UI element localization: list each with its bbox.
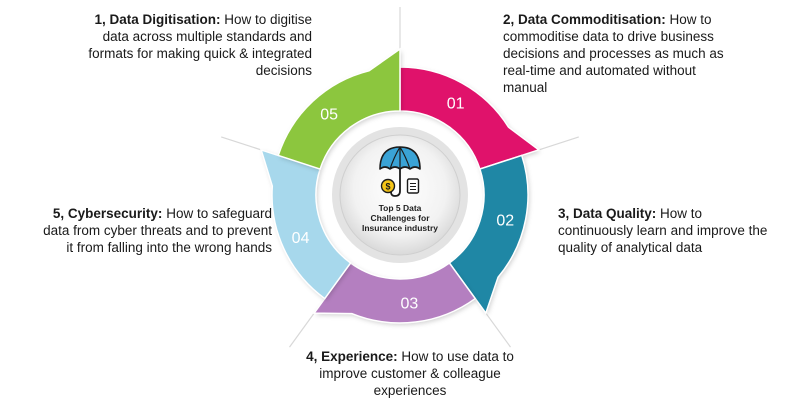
callout-title: 3, Data Quality: (558, 206, 657, 221)
callout-text: How to commoditise data to drive busines… (503, 12, 724, 95)
callout-text: How to continuously learn and improve th… (558, 206, 768, 255)
document-icon (406, 178, 420, 194)
callout-title: 4, Experience: (306, 349, 398, 364)
segment-number-01: 01 (447, 95, 465, 112)
callout-data-quality: 3, Data Quality: How to continuously lea… (558, 205, 778, 256)
callout-data-commoditisation: 2, Data Commoditisation: How to commodit… (503, 11, 743, 96)
callout-title: 2, Data Commoditisation: (503, 12, 666, 27)
hub-circle (339, 134, 461, 256)
coin-icon: $ (380, 178, 396, 194)
callout-data-digitisation: 1, Data Digitisation: How to digitise da… (80, 11, 312, 79)
hub-title-line-3: Insurance industry (362, 223, 438, 233)
segment-number-02: 02 (496, 212, 514, 229)
segment-number-04: 04 (292, 230, 310, 247)
svg-text:$: $ (385, 182, 390, 192)
umbrella-icon (379, 146, 421, 197)
callout-cybersecurity: 5, Cybersecurity: How to safeguard data … (40, 205, 272, 256)
callout-title: 1, Data Digitisation: (94, 12, 221, 27)
ring-segments: 01 02 03 04 05 (260, 47, 541, 325)
callout-text: How to digitise data across multiple sta… (88, 12, 312, 78)
callout-text: How to use data to improve customer & co… (319, 349, 514, 398)
callout-title: 5, Cybersecurity: (52, 206, 163, 221)
hub-title-line-1: Top 5 Data (379, 203, 422, 213)
segment-number-03: 03 (401, 296, 419, 313)
callout-text: How to safeguard data from cyber threats… (43, 206, 272, 255)
ring-segment-05 (277, 47, 401, 170)
callout-experience: 4, Experience: How to use data to improv… (290, 348, 530, 399)
segment-number-05: 05 (320, 106, 338, 123)
hub-title-line-2: Challenges for (370, 213, 430, 223)
